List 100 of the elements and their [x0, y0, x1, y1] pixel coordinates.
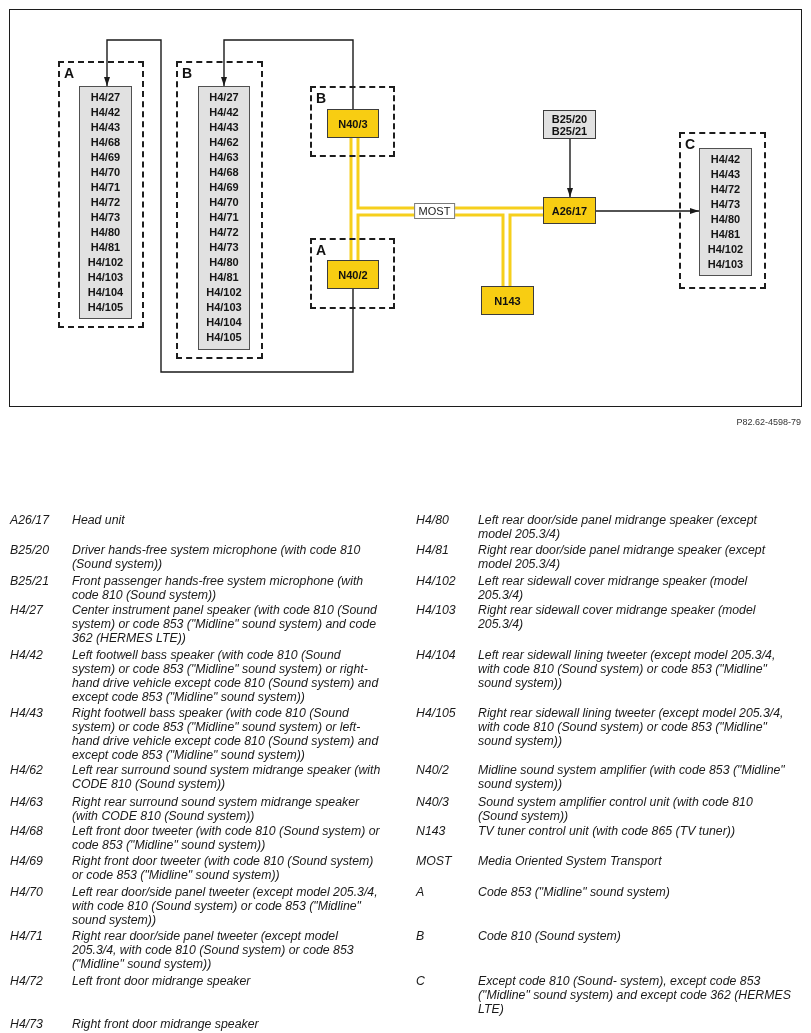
key-description: Left rear sidewall cover midrange speaker (model 205.3/4)	[478, 574, 749, 602]
component-code: H4/68	[90, 135, 121, 150]
component-code: A26/17	[551, 204, 588, 217]
arrow	[567, 138, 573, 198]
component-block	[543, 110, 596, 139]
group-letter: A	[316, 243, 327, 258]
component-code: H4/80	[209, 255, 239, 270]
connector-line	[508, 213, 543, 286]
component-code: H4/70	[209, 195, 239, 210]
key-code: H4/70	[10, 884, 43, 899]
component-code: H4/103	[87, 270, 124, 285]
key-code: H4/73	[10, 1017, 43, 1031]
component-code: H4/103	[707, 257, 744, 272]
key-code: H4/103	[416, 602, 456, 617]
component-code: H4/81	[209, 270, 239, 285]
option-group-frame	[310, 86, 395, 157]
key-description: Center instrument panel speaker (with code 810 (Sound system) or code 853 ("Midline" sound system) and code 362 (HERMES LTE))	[72, 602, 378, 645]
component-code: H4/42	[710, 152, 741, 167]
key-code: N143	[416, 824, 446, 838]
key-description: Right rear sidewall lining tweeter (except model 205.3/4, with code 810 (Sound system) or code 853 ("Midline" sound system))	[478, 705, 785, 748]
key-code: H4/105	[416, 705, 456, 720]
component-code: H4/102	[206, 285, 242, 300]
key-description: Right rear door/side panel midrange speaker (except model 205.3/4)	[478, 542, 767, 571]
component-code: H4/72	[710, 182, 741, 197]
component-code: H4/73	[90, 210, 121, 225]
component-code: H4/102	[707, 242, 744, 257]
component-code: H4/80	[90, 225, 121, 240]
key-code: H4/63	[10, 794, 43, 809]
key-description: Right rear sidewall cover midrange speaker (model 205.3/4)	[478, 602, 757, 631]
key-code: H4/72	[10, 973, 43, 988]
key-description: Right front door tweeter (with code 810 (Sound system) or code 853 ("Midline" sound system))	[72, 853, 375, 882]
key-code: H4/81	[416, 542, 449, 557]
option-group-frame	[176, 61, 263, 359]
key-description: Right front door midrange speaker	[72, 1017, 260, 1031]
component-code: H4/43	[90, 120, 121, 135]
key-code: H4/62	[10, 763, 43, 777]
key-description: Midline sound system amplifier (with code 853 ("Midline" sound system))	[478, 763, 786, 791]
key-code: H4/43	[10, 705, 43, 720]
key-code: H4/71	[10, 928, 43, 943]
group-letter: C	[685, 137, 696, 152]
key-description: Left footwell bass speaker (with code 810 (Sound system) or code 853 ("Midline" sound system) or right-hand drive vehicle except code 810 (Sound system) and except code 853 ("Midline" sound system))	[72, 647, 380, 704]
key-description: Front passenger hands-free system microphone (with code 810 (Sound system))	[72, 574, 365, 602]
component-code: H4/104	[206, 315, 242, 330]
edge-label: MOST	[413, 202, 456, 219]
component-code: H4/42	[90, 105, 121, 120]
key-code: B25/21	[10, 574, 49, 588]
key-description: Right footwell bass speaker (with code 810 (Sound system) or code 853 ("Midline" sound system) or left-hand drive vehicle except code 810 (Sound system) and except code 853 ("Midline" sound system))	[72, 705, 380, 762]
component-code: H4/71	[90, 180, 121, 195]
key-code: N40/2	[416, 763, 449, 777]
component-code: H4/102	[87, 255, 124, 270]
option-group-frame	[58, 61, 144, 328]
component-code: H4/27	[209, 90, 239, 105]
component-code: H4/69	[90, 150, 121, 165]
group-letter: B	[316, 91, 327, 106]
key-code: H4/80	[416, 513, 449, 527]
figure-number: P82.62-4598-79	[736, 417, 801, 428]
component-block	[327, 260, 379, 289]
key-code: MOST	[416, 853, 452, 868]
key-description: Except code 810 (Sound- system), except code 853 ("Midline" sound system) and except code 362 (HERMES LTE)	[478, 973, 792, 1016]
key-code: N40/3	[416, 794, 449, 809]
key-code: B	[416, 928, 425, 943]
component-code: B25/21	[551, 124, 588, 137]
key-description: Code 853 ("Midline" sound system)	[478, 884, 671, 899]
key-code: A	[416, 884, 425, 899]
arrow	[221, 39, 354, 110]
component-code: H4/70	[90, 165, 121, 180]
key-description: Left rear door/side panel tweeter (except model 205.3/4, with code 810 (Sound system) or code 853 ("Midline" sound system))	[72, 884, 379, 927]
key-code: H4/102	[416, 574, 456, 588]
key-description: Left rear surround sound system midrange speaker (with CODE 810 (Sound system))	[72, 763, 382, 791]
key-description: Left rear sidewall lining tweeter (except model 205.3/4, with code 810 (Sound system) or code 853 ("Midline" sound system))	[478, 647, 777, 690]
component-code: H4/43	[710, 167, 741, 182]
component-code: H4/62	[209, 135, 239, 150]
key-code: H4/104	[416, 647, 456, 662]
key-code: H4/42	[10, 647, 43, 662]
key-description: Driver hands-free system microphone (with code 810 (Sound system))	[72, 542, 362, 571]
key-description: Left front door midrange speaker	[72, 973, 252, 988]
component-code: H4/105	[206, 330, 242, 345]
key-description: Right rear door/side panel tweeter (except model 205.3/4, with code 810 (Sound system) or code 853 ("Midline" sound system))	[72, 928, 355, 971]
component-block	[327, 109, 379, 138]
component-block	[543, 197, 596, 224]
component-code: H4/68	[209, 165, 239, 180]
arrow	[104, 39, 354, 373]
component-list-panel	[79, 86, 132, 319]
connector-line	[349, 138, 353, 260]
key-description: Code 810 (Sound system)	[478, 928, 622, 943]
component-code: H4/63	[209, 150, 239, 165]
option-group-frame	[679, 132, 766, 289]
component-code: H4/42	[209, 105, 239, 120]
component-code: H4/105	[87, 300, 124, 315]
component-code: N40/3	[338, 117, 368, 130]
component-code: H4/71	[209, 210, 239, 225]
component-list-panel	[699, 148, 752, 276]
component-code: H4/81	[90, 240, 121, 255]
key-code: C	[416, 973, 425, 988]
component-code: B25/20	[551, 112, 588, 125]
key-description: Sound system amplifier control unit (with code 810 (Sound system))	[478, 794, 754, 823]
key-description: Right rear surround sound system midrange speaker (with CODE 810 (Sound system))	[72, 794, 361, 823]
key-code: H4/27	[10, 602, 43, 617]
key-description: Left rear door/side panel midrange speaker (except model 205.3/4)	[478, 513, 759, 541]
component-code: H4/69	[209, 180, 239, 195]
